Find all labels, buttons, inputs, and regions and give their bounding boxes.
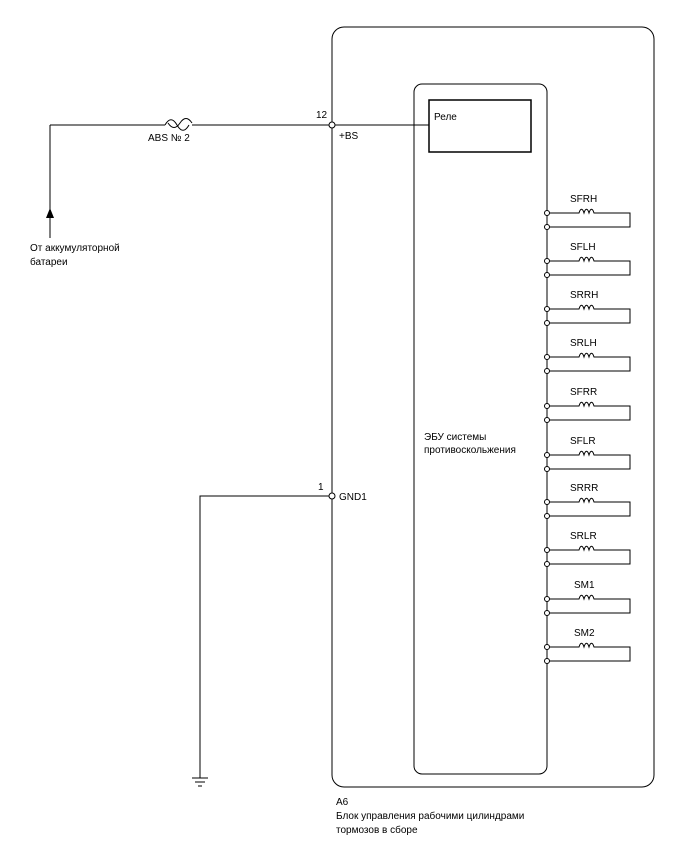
terminal-gnd-pin: 1 <box>318 482 324 493</box>
solenoid-label-sm1: SM1 <box>574 580 595 591</box>
relay-box <box>428 99 532 153</box>
battery-arrow-icon <box>46 125 54 238</box>
solenoid-label-srrr: SRRR <box>570 483 598 494</box>
terminal-bs-pin: 12 <box>316 110 328 121</box>
terminal-bs-node <box>328 121 336 129</box>
assembly-name-2: тормозов в сборе <box>336 824 418 836</box>
battery-source-label-1: От аккумуляторной <box>30 243 120 254</box>
solenoid-group-sm1: SM1 <box>544 580 631 616</box>
terminal-gnd-node <box>328 492 336 500</box>
ecu-box <box>413 83 548 775</box>
ground-icon <box>192 777 208 787</box>
ground-wire <box>199 495 329 778</box>
fuse-icon <box>164 118 193 131</box>
solenoid-label-srlh: SRLH <box>570 338 597 349</box>
solenoid-group-sfrr: SFRR <box>544 387 631 423</box>
solenoid-label-sflr: SFLR <box>570 436 596 447</box>
ecu-label-2: противоскольжения <box>424 445 516 456</box>
assembly-code: A6 <box>336 797 349 808</box>
solenoid-group-sflr: SFLR <box>544 436 631 472</box>
terminal-bs-name: +BS <box>339 131 359 142</box>
fuse-label: ABS № 2 <box>148 133 190 144</box>
solenoid-group-srlr: SRLR <box>544 531 631 567</box>
solenoid-group-srrr: SRRR <box>544 483 631 519</box>
solenoid-group-sm2: SM2 <box>544 628 631 664</box>
solenoid-group-sfrh: SFRH <box>544 194 631 230</box>
battery-source-label-2: батареи <box>30 256 68 268</box>
assembly-name-1: Блок управления рабочими цилиндрами <box>336 810 524 822</box>
ecu-label-1: ЭБУ системы <box>424 432 486 443</box>
solenoid-label-sflh: SFLH <box>570 242 596 253</box>
solenoid-label-sm2: SM2 <box>574 628 595 639</box>
solenoid-label-sfrh: SFRH <box>570 194 597 205</box>
solenoid-label-srrh: SRRH <box>570 290 598 301</box>
solenoid-label-sfrr: SFRR <box>570 387 597 398</box>
solenoid-group-srlh: SRLH <box>544 338 631 374</box>
relay-label: Реле <box>434 112 457 123</box>
solenoid-group-sflh: SFLH <box>544 242 631 278</box>
terminal-gnd-name: GND1 <box>339 492 367 503</box>
assembly-box <box>331 26 655 788</box>
solenoid-group-srrh: SRRH <box>544 290 631 326</box>
solenoid-label-srlr: SRLR <box>570 531 597 542</box>
